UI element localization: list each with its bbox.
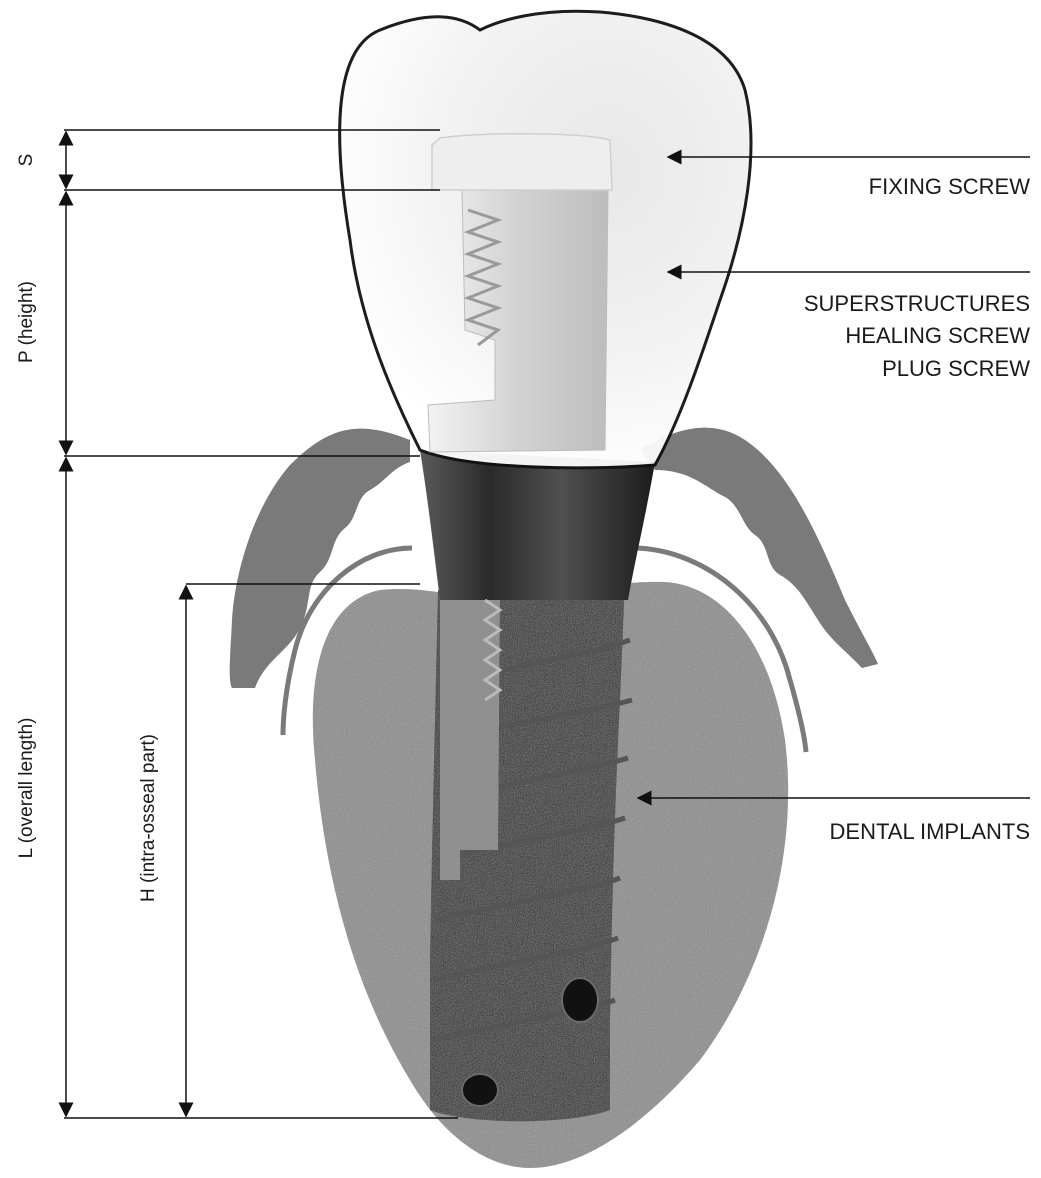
fixing-screw-head xyxy=(432,134,612,190)
label-plug-screw: PLUG SCREW xyxy=(882,356,1030,381)
label-healing-screw: HEALING SCREW xyxy=(845,323,1030,348)
implant-collar xyxy=(420,450,655,600)
vent-hole-1 xyxy=(562,978,598,1022)
vent-hole-2 xyxy=(462,1074,498,1106)
dim-label-s: S xyxy=(16,154,37,167)
label-fixing-screw: FIXING SCREW xyxy=(869,174,1031,199)
label-superstructures: SUPERSTRUCTURES xyxy=(804,291,1030,316)
dim-label-h: H (intra-osseal part) xyxy=(138,734,159,902)
label-dental-implants: DENTAL IMPLANTS xyxy=(830,819,1030,844)
implant-cutaway xyxy=(440,590,500,880)
dim-label-l: L (overall length) xyxy=(16,718,37,859)
dim-label-p: P (height) xyxy=(16,281,37,363)
